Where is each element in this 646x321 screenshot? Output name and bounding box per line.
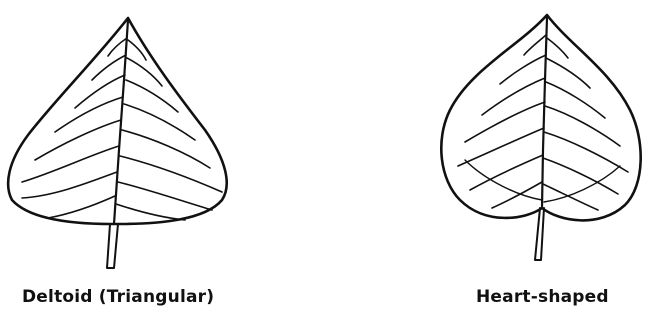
- deltoid-leaf-illustration: [0, 0, 240, 280]
- heart-shaped-caption: Heart-shaped: [476, 287, 609, 307]
- heart-midrib: [542, 18, 547, 208]
- heart-petiole: [535, 208, 544, 260]
- heart-shaped-leaf-illustration: [430, 0, 646, 280]
- deltoid-caption: Deltoid (Triangular): [22, 287, 214, 307]
- deltoid-petiole: [107, 224, 118, 268]
